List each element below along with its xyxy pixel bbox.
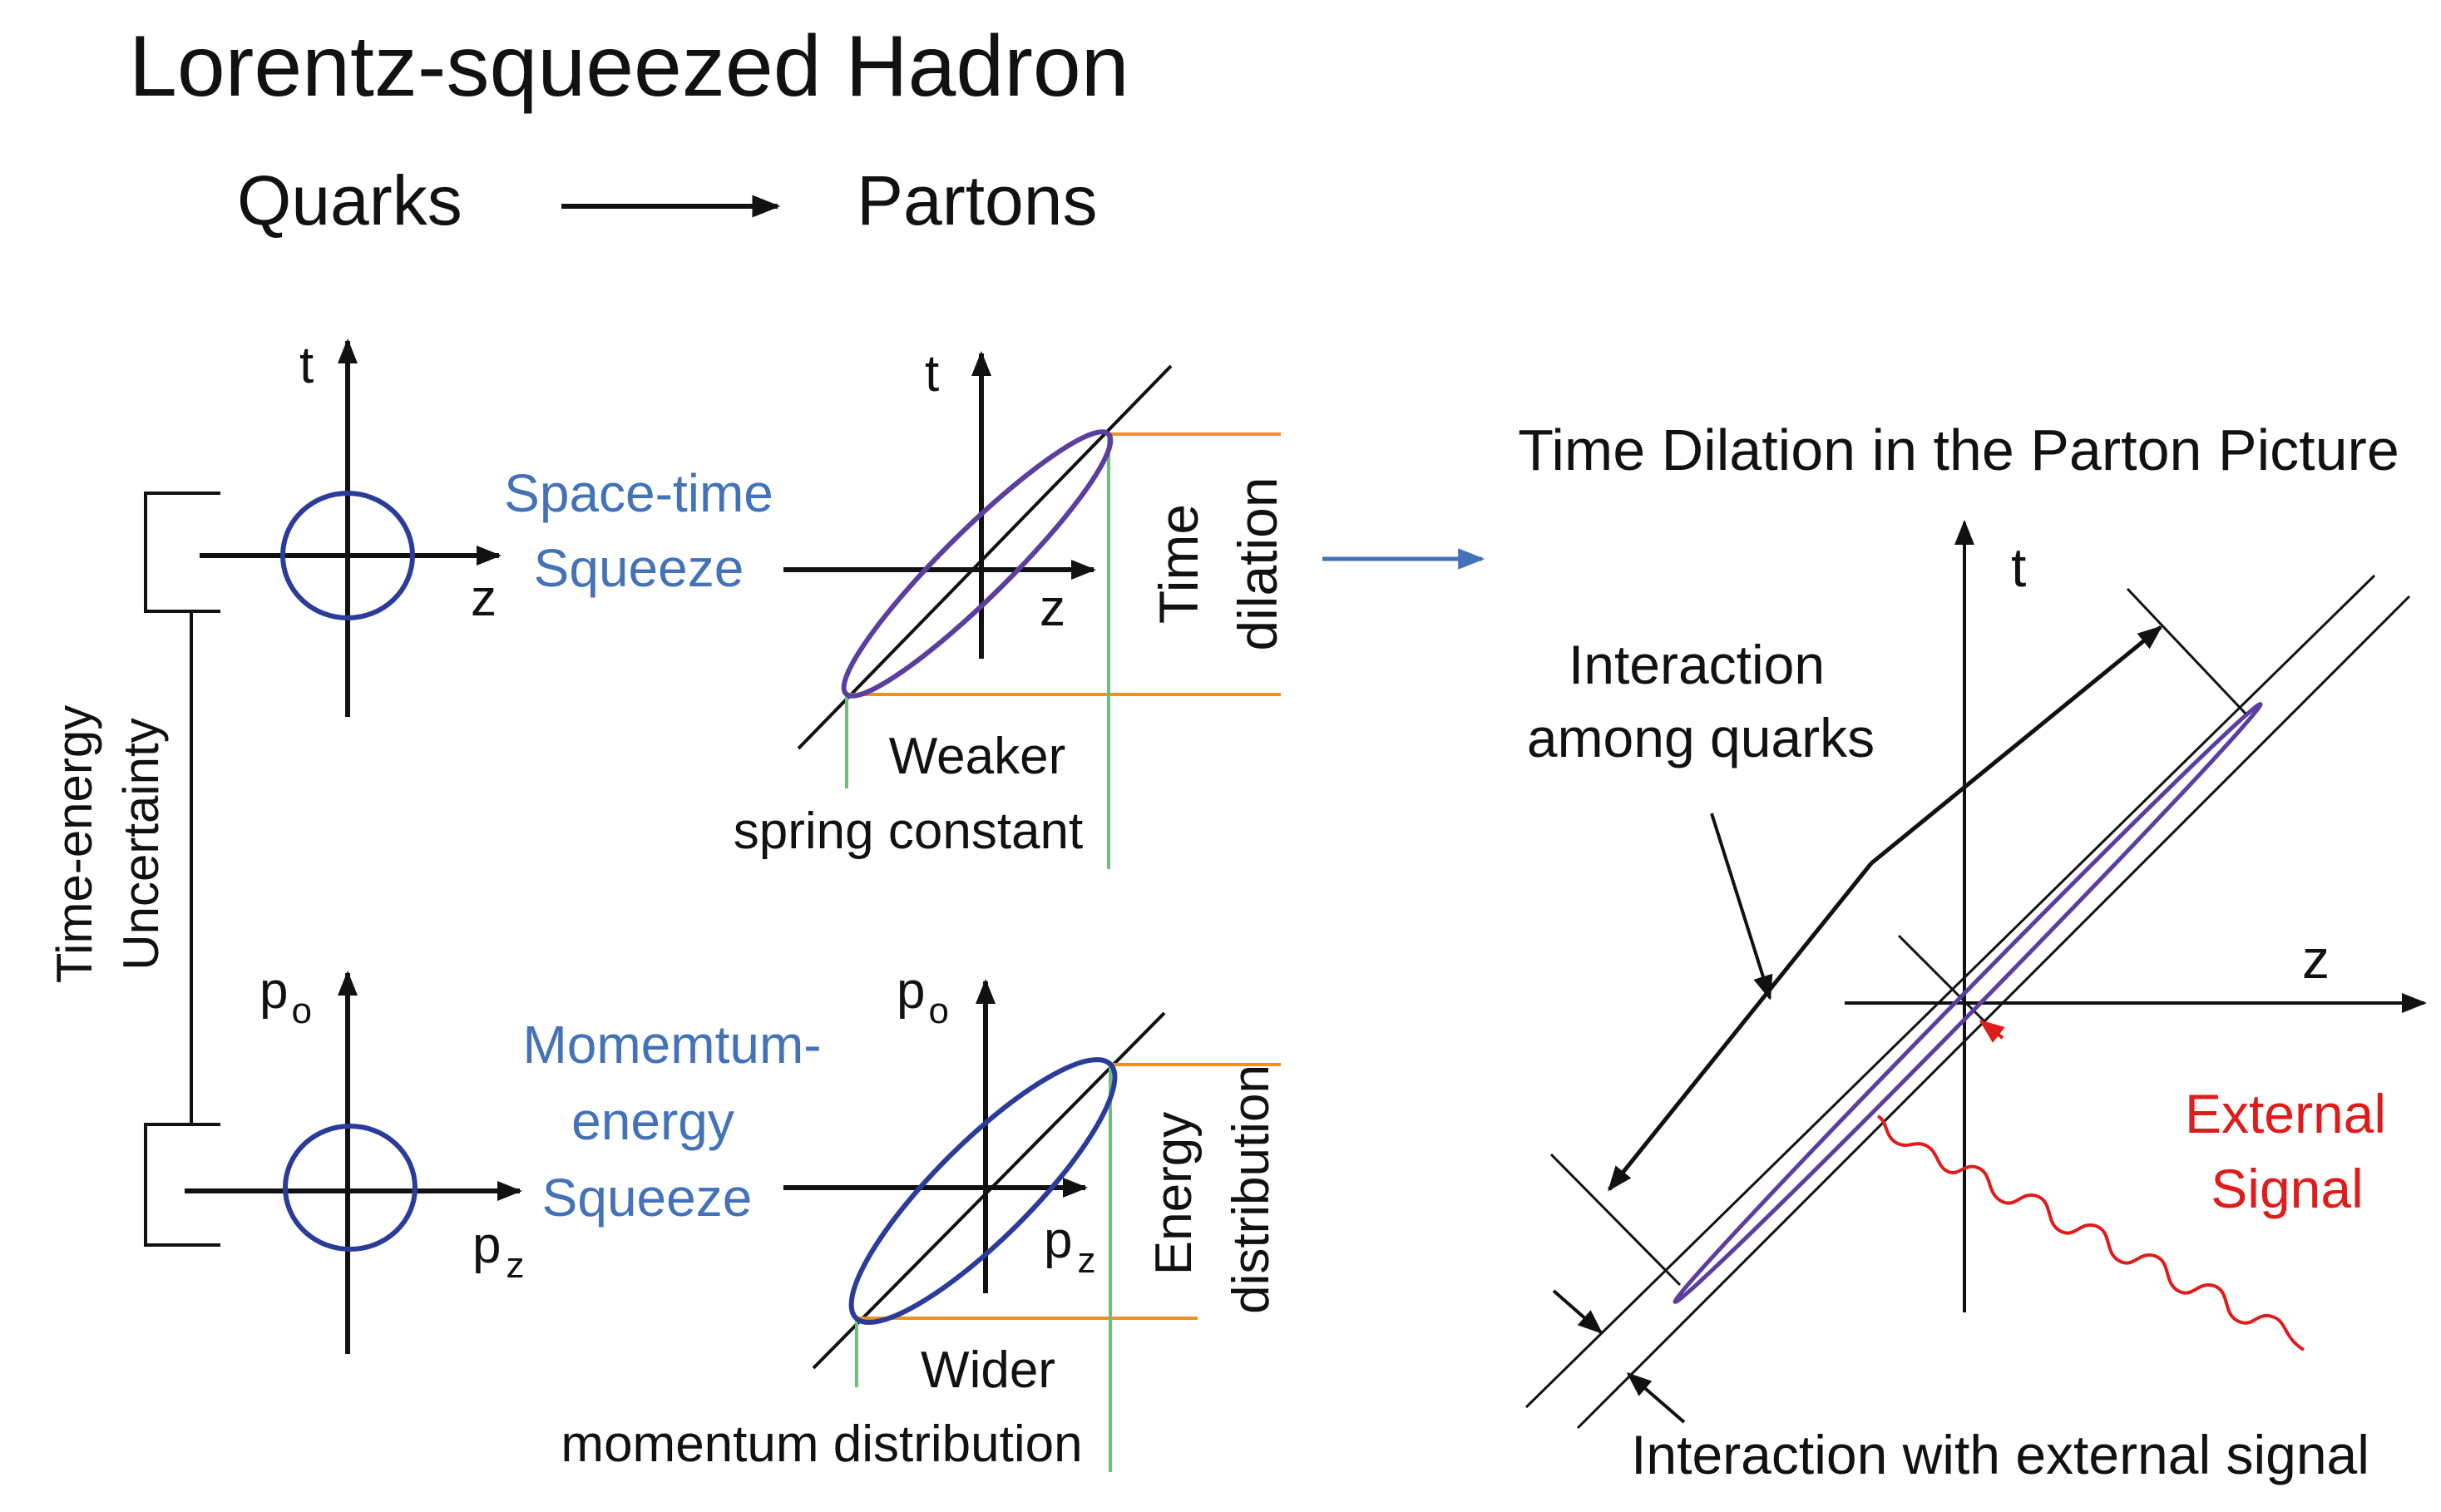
spacetime-squeeze-line1: Space-time <box>504 463 773 523</box>
interaction-pointer-arrow <box>1710 813 1773 1001</box>
spacetime-squeezed-t-label: t <box>925 345 939 403</box>
interaction-extent-lower-tick <box>1549 1153 1682 1287</box>
momentum-squeeze-line2: energy <box>571 1091 734 1151</box>
energy-distribution-label-line1: Energy <box>1145 1112 1203 1275</box>
spring-constant-label: spring constant <box>734 803 1083 860</box>
spacetime-lightcone-line <box>797 364 1173 750</box>
momentum-squeezed-p0-label: po <box>897 962 949 1031</box>
momentum-lightcone-line <box>812 1011 1166 1370</box>
momentum-squeeze-line3: Squeeze <box>542 1168 753 1228</box>
parton-axes <box>1845 520 2427 1312</box>
partons-label: Partons <box>857 161 1098 240</box>
external-signal-arrowhead <box>1979 1020 2005 1043</box>
momentum-squeezed-axes <box>783 979 1088 1293</box>
weaker-label: Weaker <box>889 728 1066 785</box>
interaction-among-quarks-line2: among quarks <box>1527 707 1875 768</box>
spacetime-circle-axes <box>200 338 502 717</box>
parton-diagonal-upper <box>1524 574 2376 1409</box>
quarks-label: Quarks <box>237 161 462 240</box>
energy-distribution-label-line2: distribution <box>1223 1065 1280 1314</box>
external-signal-wave <box>1876 1114 2305 1351</box>
momentum-squeeze-line1: Momemtum- <box>522 1015 821 1075</box>
spacetime-z-label: z <box>471 570 497 627</box>
interaction-among-quarks-line1: Interaction <box>1569 634 1825 695</box>
interaction-extent-arrow <box>1870 625 2163 865</box>
external-signal-line1: External <box>2185 1083 2386 1144</box>
parton-short-diagonal <box>1897 934 1998 1035</box>
wider-label: Wider <box>921 1342 1055 1399</box>
interaction-extent-arrow-lower <box>1608 862 1873 1192</box>
momentum-circle-axes <box>185 971 522 1354</box>
momentum-circle <box>283 1124 418 1252</box>
width-arrow-right <box>1626 1372 1686 1424</box>
time-dilation-label-line2: dilation <box>1227 477 1288 650</box>
momentum-p0-label: po <box>259 962 312 1031</box>
uncertainty-label-line2: Uncertainty <box>113 718 169 970</box>
uncertainty-bracket <box>144 492 220 1247</box>
uncertainty-label-line1: Time-energy <box>47 705 102 984</box>
time-dilation-label-line1: Time <box>1148 504 1209 624</box>
spacetime-squeezed-z-label: z <box>1040 580 1065 637</box>
interaction-external-label: Interaction with external signal <box>1631 1424 2369 1485</box>
spacetime-circle <box>280 491 415 620</box>
parton-diagonal-lower <box>1576 595 2411 1430</box>
spacetime-squeezed-ellipse <box>841 429 1114 699</box>
parton-picture-title: Time Dilation in the Parton Picture <box>1518 418 2399 482</box>
spacetime-squeeze-line2: Squeeze <box>534 538 744 598</box>
diagram-title: Lorentz-squeezed Hadron <box>129 18 1129 115</box>
spacetime-t-label: t <box>299 337 314 394</box>
width-arrow-left <box>1552 1289 1603 1334</box>
parton-z-label: z <box>2302 928 2330 990</box>
parton-t-label: t <box>2011 536 2026 598</box>
momentum-squeezed-ellipse <box>848 1057 1118 1325</box>
interaction-extent-upper-tick <box>2126 587 2247 715</box>
external-signal-line2: Signal <box>2211 1158 2363 1219</box>
parton-squeezed-ellipse <box>1673 702 2263 1304</box>
momentum-distribution-label: momentum distribution <box>561 1416 1082 1473</box>
